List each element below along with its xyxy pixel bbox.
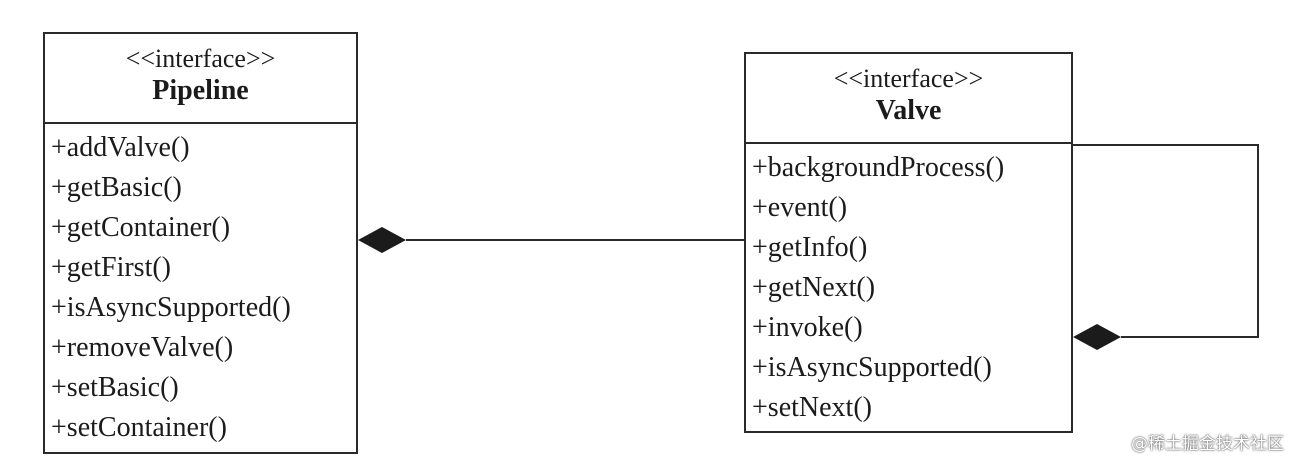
valve-method: +setNext() [752, 392, 872, 423]
valve-composition-diamond-icon [1073, 324, 1121, 350]
watermark-text: @稀土掘金技术社区 [1131, 434, 1284, 454]
pipeline-method: +isAsyncSupported() [51, 292, 291, 323]
pipeline-class-name: Pipeline [152, 75, 249, 106]
pipeline-method: +setContainer() [51, 412, 227, 443]
pipeline-method: +removeValve() [51, 332, 234, 363]
valve-method: +getInfo() [752, 232, 868, 263]
valve-method: +getNext() [752, 272, 876, 303]
valve-method-list: +backgroundProcess() +event() +getInfo()… [746, 144, 1071, 428]
pipeline-method: +getFirst() [51, 252, 171, 283]
valve-method: +event() [752, 192, 848, 223]
valve-method: +backgroundProcess() [752, 152, 1005, 183]
pipeline-interface-box: <<interface>> Pipeline +addValve() +getB… [43, 32, 358, 454]
pipeline-stereotype: <<interface>> [125, 44, 276, 73]
valve-header: <<interface>> Valve [746, 54, 1071, 144]
valve-method: +invoke() [752, 312, 863, 343]
valve-class-name: Valve [875, 95, 942, 126]
pipeline-method: +addValve() [51, 132, 190, 163]
valve-stereotype: <<interface>> [833, 64, 984, 93]
pipeline-header: <<interface>> Pipeline [45, 34, 356, 124]
pipeline-method: +getContainer() [51, 212, 231, 243]
pipeline-method: +setBasic() [51, 372, 179, 403]
valve-interface-box: <<interface>> Valve +backgroundProcess()… [744, 52, 1073, 433]
valve-self-association-line [1073, 144, 1259, 338]
pipeline-composition-diamond-icon [358, 227, 406, 253]
pipeline-method-list: +addValve() +getBasic() +getContainer() … [45, 124, 356, 448]
pipeline-method: +getBasic() [51, 172, 182, 203]
valve-method: +isAsyncSupported() [752, 352, 992, 383]
